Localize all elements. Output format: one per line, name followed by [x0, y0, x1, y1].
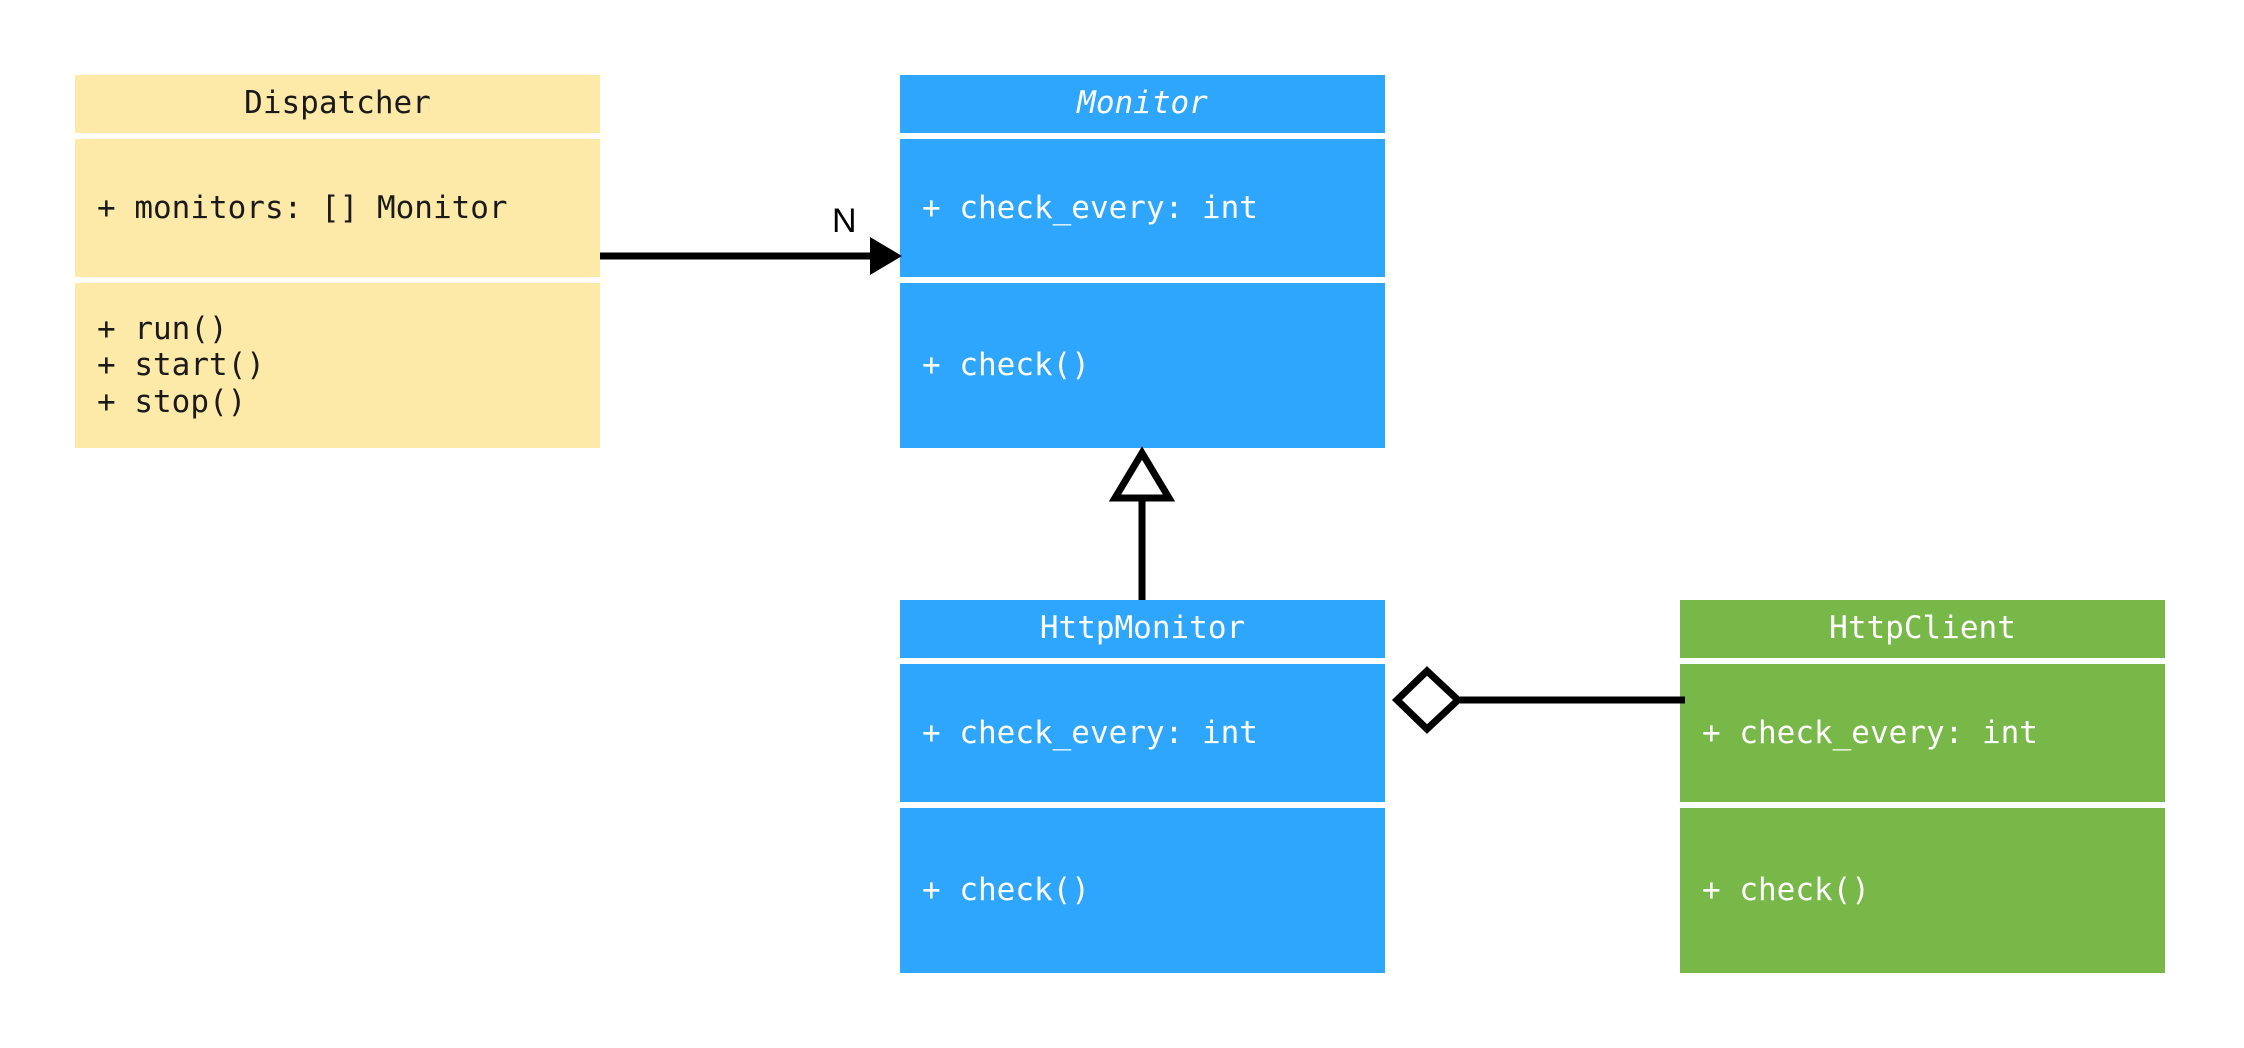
- filled-triangle-arrowhead-icon: [870, 237, 902, 275]
- class-header-monitor: Monitor: [900, 75, 1385, 133]
- class-methods-http-monitor: + check(): [900, 808, 1385, 973]
- class-name-http-monitor: HttpMonitor: [1039, 610, 1246, 647]
- class-methods-http-client: + check(): [1680, 808, 2165, 973]
- connector-http-monitor-to-monitor: [1108, 446, 1176, 600]
- class-header-dispatcher: Dispatcher: [75, 75, 600, 133]
- class-name-http-client: HttpClient: [1829, 610, 2016, 647]
- class-attributes-dispatcher: + monitors: [] Monitor: [75, 139, 600, 277]
- class-box-monitor[interactable]: Monitor + check_every: int + check(): [900, 75, 1385, 448]
- method-row: + start(): [97, 347, 265, 384]
- attribute-row: + check_every: int: [1702, 714, 2038, 751]
- edge-label-multiplicity: N: [832, 202, 857, 240]
- class-box-http-monitor[interactable]: HttpMonitor + check_every: int + check(): [900, 600, 1385, 973]
- attribute-row: + monitors: [] Monitor: [97, 189, 508, 226]
- class-methods-dispatcher: + run() + start() + stop(): [75, 283, 600, 448]
- class-attributes-monitor: + check_every: int: [900, 139, 1385, 277]
- class-name-monitor: Monitor: [1077, 85, 1208, 122]
- class-attributes-http-monitor: + check_every: int: [900, 664, 1385, 802]
- class-box-dispatcher[interactable]: Dispatcher + monitors: [] Monitor + run(…: [75, 75, 600, 448]
- method-row: + check(): [922, 872, 1090, 909]
- hollow-triangle-arrowhead-icon: [1108, 446, 1176, 502]
- method-row: + check(): [922, 347, 1090, 384]
- method-row: + run(): [97, 310, 228, 347]
- connector-http-monitor-to-http-client: [1391, 666, 1685, 734]
- hollow-diamond-arrowhead-icon: [1391, 666, 1464, 734]
- attribute-row: + check_every: int: [922, 714, 1258, 751]
- class-header-http-client: HttpClient: [1680, 600, 2165, 658]
- class-methods-monitor: + check(): [900, 283, 1385, 448]
- class-attributes-http-client: + check_every: int: [1680, 664, 2165, 802]
- attribute-row: + check_every: int: [922, 189, 1258, 226]
- class-box-http-client[interactable]: HttpClient + check_every: int + check(): [1680, 600, 2165, 973]
- class-name-dispatcher: Dispatcher: [244, 85, 431, 122]
- method-row: + stop(): [97, 383, 247, 420]
- connector-dispatcher-to-monitor: [600, 237, 902, 275]
- method-row: + check(): [1702, 872, 1870, 909]
- class-header-http-monitor: HttpMonitor: [900, 600, 1385, 658]
